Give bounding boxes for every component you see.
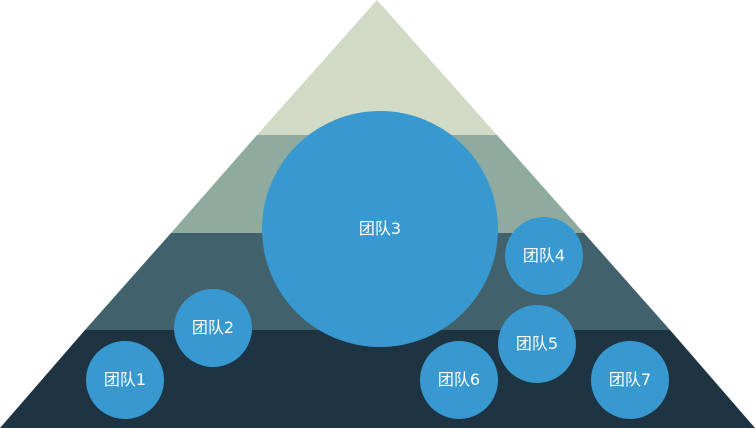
team-label-4: 团队4 [522, 246, 566, 265]
team-circle-5[interactable]: 团队5 [498, 305, 576, 383]
pyramid-tier-top [257, 0, 497, 135]
team-label-5: 团队5 [515, 334, 559, 353]
team-circle-1[interactable]: 团队1 [86, 341, 164, 419]
team-circle-6[interactable]: 团队6 [420, 341, 498, 419]
team-label-3: 团队3 [358, 219, 402, 238]
team-circle-2[interactable]: 团队2 [174, 289, 252, 367]
team-circle-4[interactable]: 团队4 [505, 217, 583, 295]
team-circle-7[interactable]: 团队7 [591, 341, 669, 419]
team-label-1: 团队1 [103, 370, 147, 389]
team-label-7: 团队7 [608, 370, 652, 389]
team-label-2: 团队2 [191, 318, 235, 337]
team-circle-3[interactable]: 团队3 [262, 111, 498, 347]
team-label-6: 团队6 [437, 370, 481, 389]
